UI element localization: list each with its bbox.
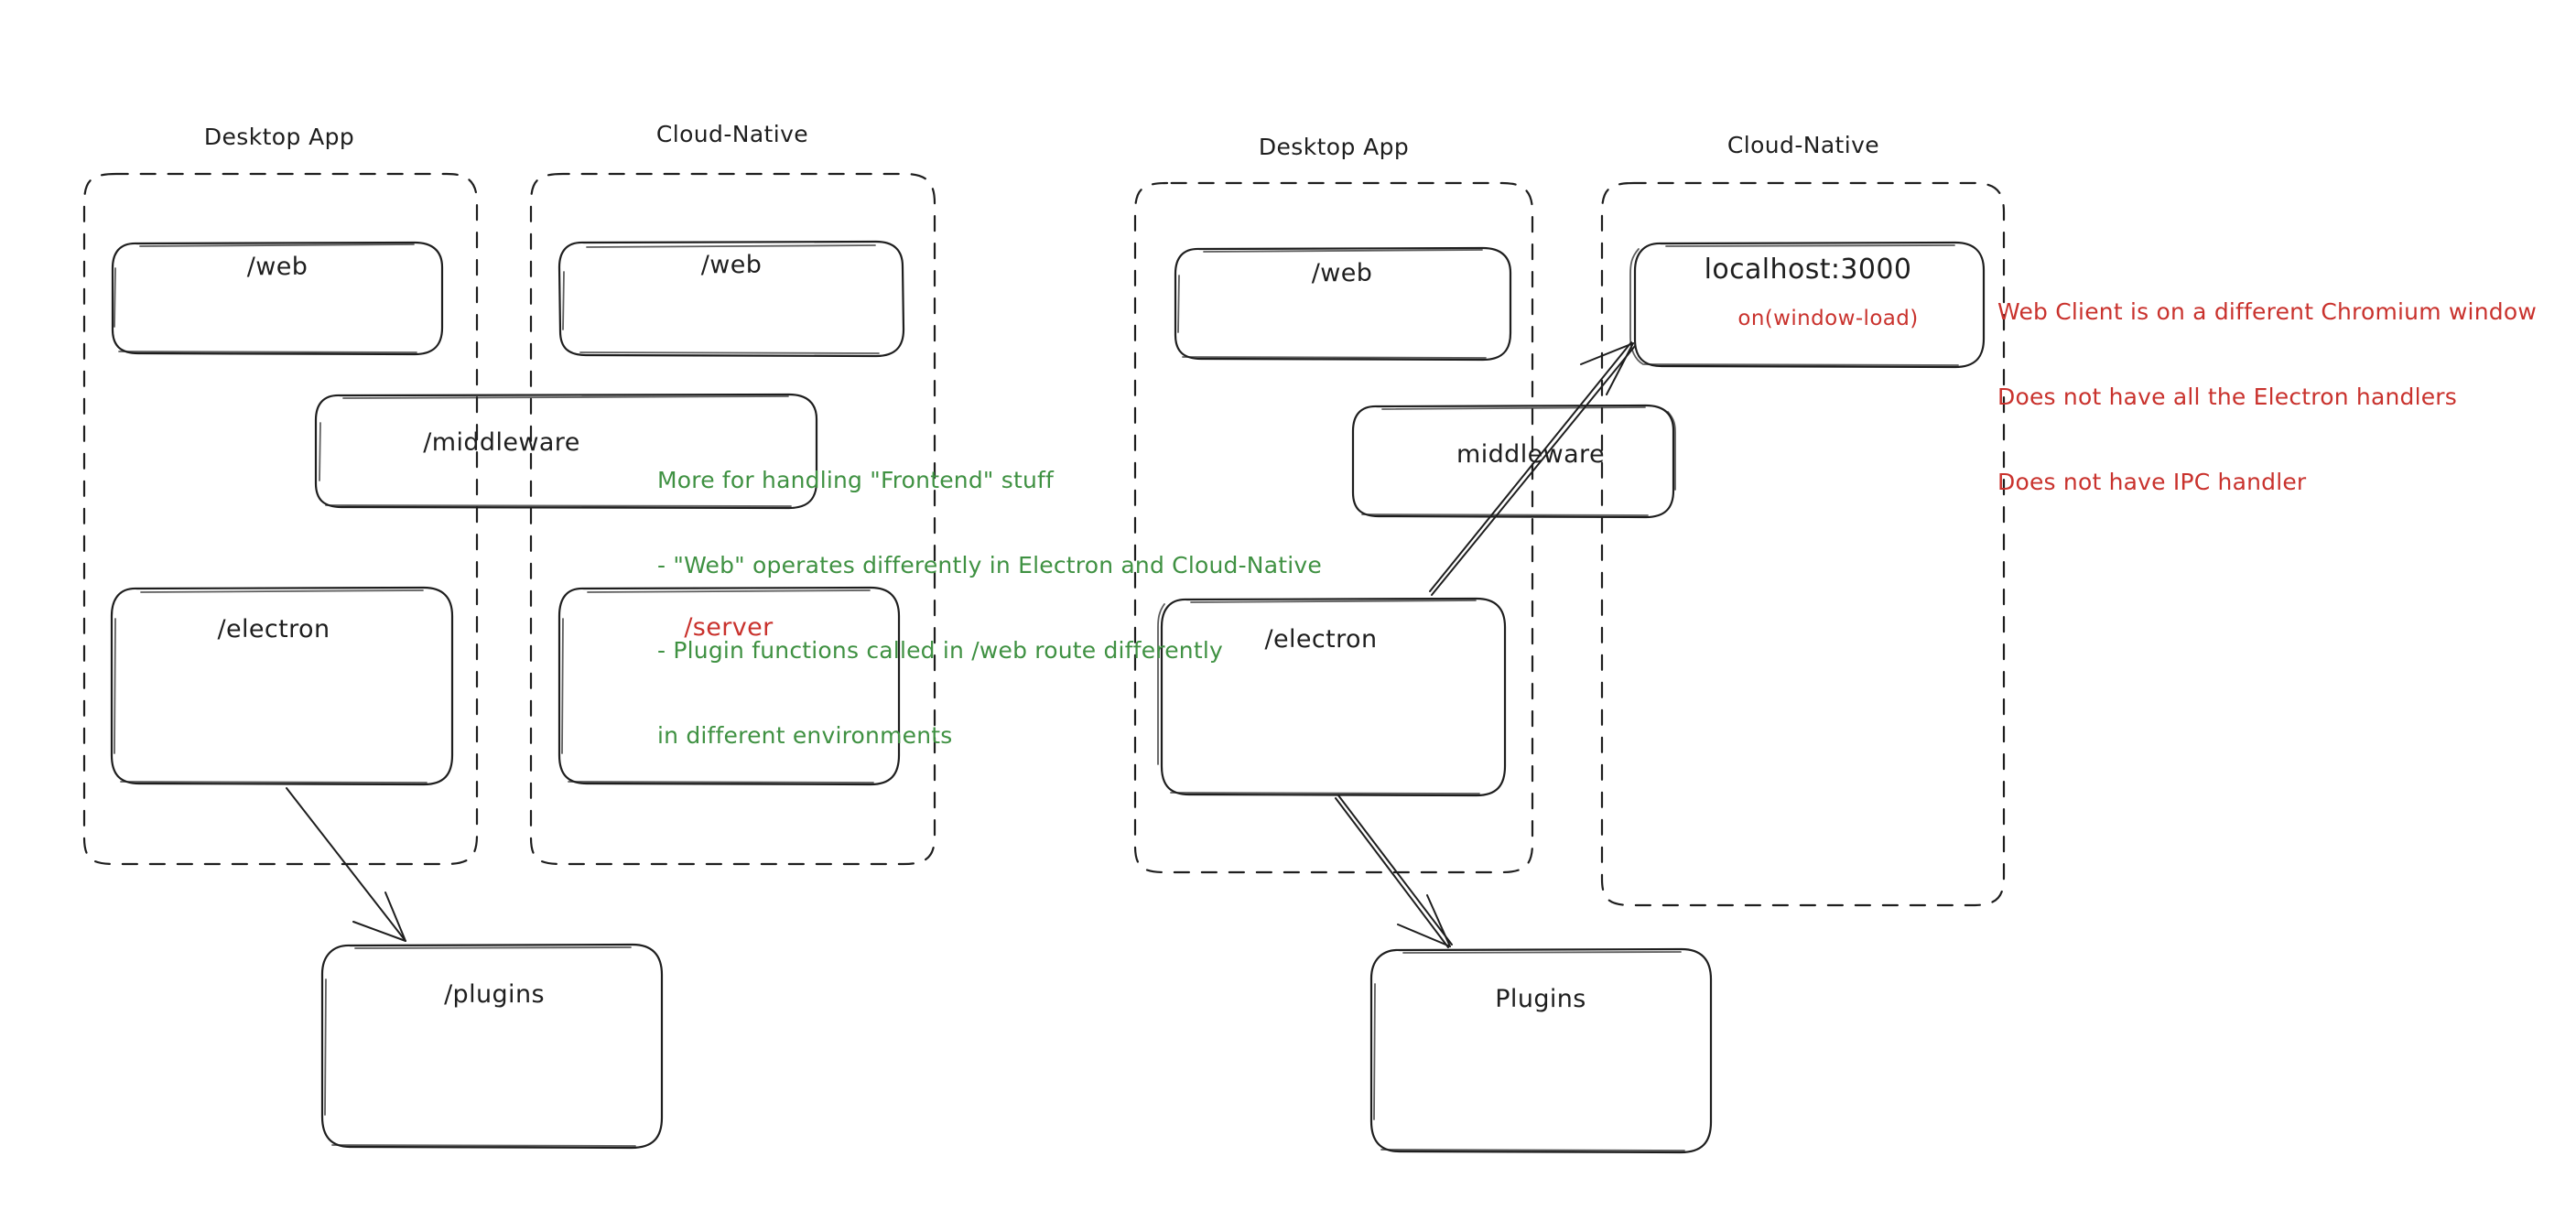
annotation-green-line-4: in different environments bbox=[657, 722, 953, 749]
node-label-electron-left: /electron bbox=[217, 615, 330, 643]
arrow-electron-to-localhost-right bbox=[1429, 341, 1636, 596]
annotation-green-line-2: - "Web" operates differently in Electron… bbox=[657, 552, 1322, 578]
group-container-desktop-app-left bbox=[82, 172, 479, 866]
annotation-red-line-1: Web Client is on a different Chromium wi… bbox=[1997, 298, 2537, 325]
node-box-plugins-right[interactable] bbox=[1369, 947, 1713, 1154]
annotation-green-note: More for handling "Frontend" stuff - "We… bbox=[657, 409, 1322, 806]
annotation-red-line-2: Does not have all the Electron handlers bbox=[1997, 384, 2458, 410]
node-label-web-desktop-right: /web bbox=[1311, 259, 1373, 287]
node-label-plugins-left: /plugins bbox=[444, 980, 545, 1009]
group-title-cloud-native-left: Cloud-Native bbox=[655, 121, 809, 147]
node-label-web-desktop-left: /web bbox=[246, 253, 308, 281]
group-title-desktop-app-right: Desktop App bbox=[1258, 134, 1410, 160]
node-box-web-desktop-right[interactable] bbox=[1174, 246, 1512, 362]
node-label-electron-right: /electron bbox=[1264, 625, 1378, 654]
node-sublabel-on-window-load: on(window-load) bbox=[1737, 307, 1919, 330]
node-box-web-desktop-left[interactable] bbox=[111, 241, 444, 356]
group-container-cloud-native-left bbox=[529, 172, 936, 866]
node-label-middleware-right: middleware bbox=[1456, 440, 1605, 469]
annotation-green-line-1: More for handling "Frontend" stuff bbox=[657, 467, 1055, 493]
node-box-middleware-left[interactable] bbox=[314, 393, 818, 510]
node-label-plugins-right: Plugins bbox=[1495, 985, 1586, 1013]
node-box-server-left[interactable] bbox=[557, 586, 901, 786]
node-box-localhost-right[interactable] bbox=[1629, 241, 1986, 369]
annotation-red-note: Web Client is on a different Chromium wi… bbox=[1997, 241, 2537, 553]
group-container-desktop-app-right bbox=[1133, 181, 1534, 874]
arrow-electron-to-plugins-left bbox=[286, 787, 406, 942]
node-label-middleware-left: /middleware bbox=[423, 428, 580, 457]
group-title-cloud-native-right: Cloud-Native bbox=[1726, 132, 1880, 158]
node-label-localhost-right: localhost:3000 bbox=[1704, 254, 1912, 286]
group-container-cloud-native-right bbox=[1600, 181, 2006, 907]
annotation-red-line-3: Does not have IPC handler bbox=[1997, 469, 2307, 495]
node-box-electron-right[interactable] bbox=[1157, 597, 1507, 797]
node-box-plugins-left[interactable] bbox=[320, 943, 664, 1150]
node-box-web-cloud-left[interactable] bbox=[557, 240, 905, 358]
node-box-middleware-right[interactable] bbox=[1351, 404, 1676, 519]
node-box-electron-left[interactable] bbox=[110, 586, 454, 786]
arrow-electron-to-plugins-right bbox=[1335, 794, 1453, 948]
annotation-green-line-3: - Plugin functions called in /web route … bbox=[657, 637, 1223, 664]
group-title-desktop-app-left: Desktop App bbox=[203, 124, 355, 150]
node-label-server-left: /server bbox=[684, 613, 774, 642]
node-label-web-cloud-left: /web bbox=[700, 251, 763, 279]
